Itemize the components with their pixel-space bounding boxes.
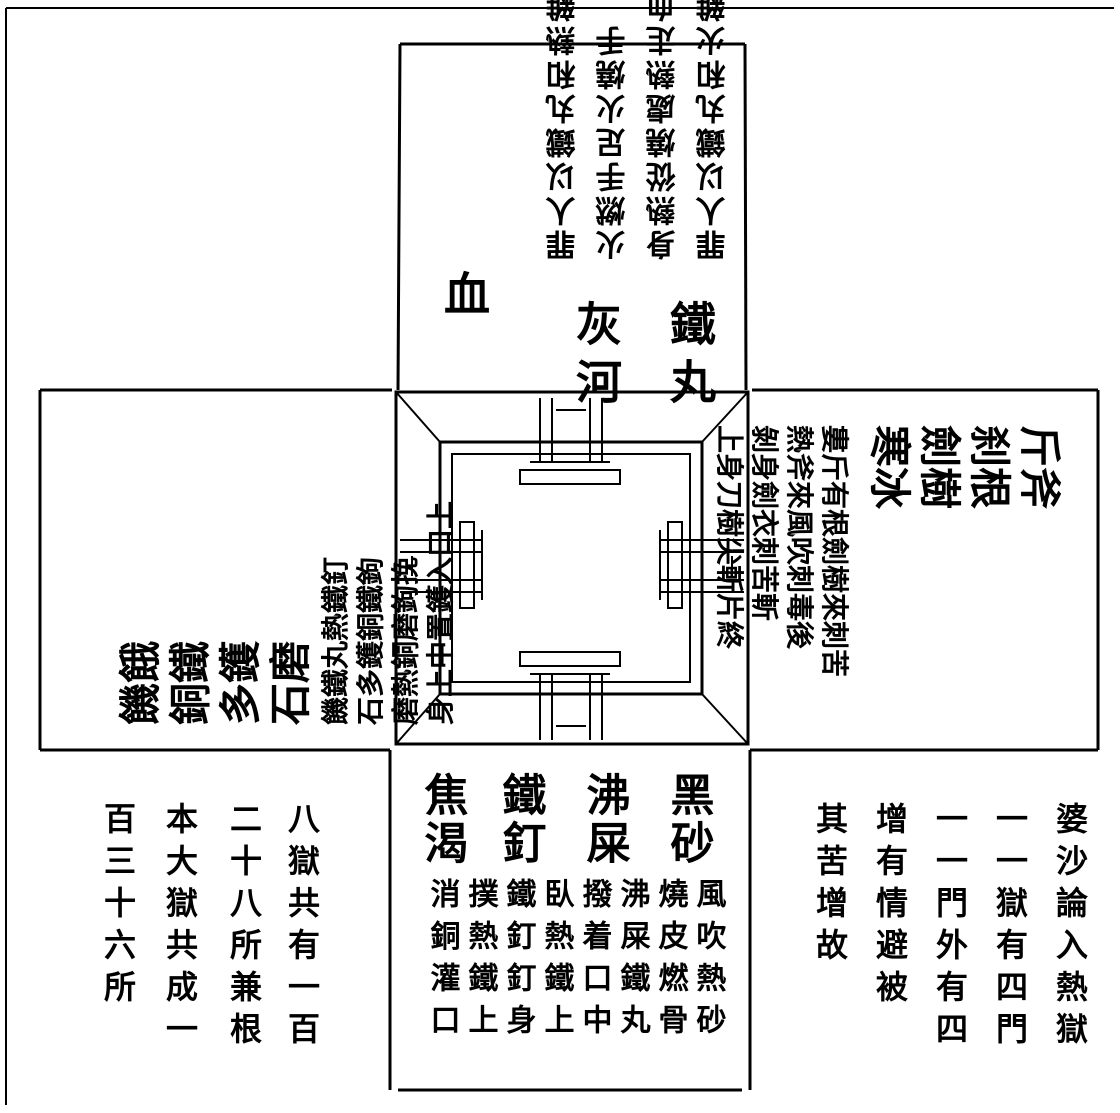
south-gate bbox=[520, 652, 620, 740]
right-note-col-5: 其苦增故 bbox=[811, 802, 849, 970]
south-body-col-2: 燒皮燃骨 bbox=[653, 878, 689, 1046]
north-title-col-2: 灰河 bbox=[569, 300, 623, 416]
right-note: 婆沙論入熱獄 一一獄有四門 一一門外有四 增有情避被 其苦增故 bbox=[811, 802, 1089, 1054]
south-panel: 黑砂 沸屎 鐵釘 焦渴 風吹熱砂 燒皮燃骨 沸屎鐵丸 撥着口中 臥熱鐵上 鐵釘釘… bbox=[417, 772, 727, 1046]
right-note-col-4: 增有情避被 bbox=[871, 802, 909, 1012]
right-note-col-3: 一一門外有四 bbox=[931, 802, 969, 1054]
west-title-row-4: 石磨 bbox=[266, 641, 315, 725]
south-body: 風吹熱砂 燒皮燃骨 沸屎鐵丸 撥着口中 臥熱鐵上 鐵釘釘身 撲熱鐵上 消銅灌口 bbox=[425, 878, 727, 1046]
west-title-row-2: 銅鐵 bbox=[166, 641, 215, 725]
west-title-row-3: 多鑊 bbox=[216, 640, 265, 725]
north-title-col-1: 鐵丸 bbox=[663, 299, 717, 416]
east-body: 婁斤有根劍樹來刺苦 熱斧來風吹刺毒後 剝身劍衣刺苦斬 上身刀樹尖斬片終 bbox=[713, 425, 851, 677]
east-title-row-1: 斤斧 bbox=[1015, 425, 1064, 509]
left-note-col-4: 百三十六所 bbox=[99, 802, 137, 1012]
south-body-col-8: 消銅灌口 bbox=[425, 878, 461, 1046]
north-panel: 鐵丸 灰河 血 罪人以鐵丸和火雜 身熱從燒處熱走血 火燃手足火燒手 罪人以鐵丸和… bbox=[437, 0, 732, 416]
left-note-col-3: 本大獄共成一 bbox=[161, 802, 199, 1054]
east-title-row-2: 刹根 bbox=[965, 425, 1014, 509]
south-title-col-3: 鐵釘 bbox=[495, 772, 547, 868]
south-title-col-4: 焦渴 bbox=[417, 772, 469, 868]
east-title: 斤斧 刹根 劍樹 寒冰 bbox=[865, 425, 1064, 510]
south-body-col-5: 臥熱鐵上 bbox=[539, 878, 575, 1046]
east-panel: 斤斧 刹根 劍樹 寒冰 婁斤有根劍樹來刺苦 熱斧來風吹刺毒後 剝身劍衣刺苦斬 上… bbox=[713, 425, 1064, 677]
south-body-col-4: 撥着口中 bbox=[577, 878, 613, 1046]
right-note-col-1: 婆沙論入熱獄 bbox=[1051, 802, 1089, 1054]
west-body-row-1: 饑鐵丸熱鐵釘 bbox=[319, 557, 352, 725]
left-note: 八獄共有一百 二十八所兼根 本大獄共成一 百三十六所 bbox=[99, 802, 321, 1054]
west-panel: 饑餓 銅鐵 多鑊 石磨 饑鐵丸熱鐵釘 石多鑊銅鐵鉤 磨熱銅磨鉤挽 身上中置鑊入口… bbox=[116, 501, 457, 726]
west-title: 饑餓 銅鐵 多鑊 石磨 bbox=[116, 640, 315, 725]
west-title-row-1: 饑餓 bbox=[116, 641, 165, 725]
north-body-col-1: 罪人以鐵丸和火雜 bbox=[695, 0, 732, 260]
south-title-col-1: 黑砂 bbox=[663, 772, 715, 868]
south-body-col-3: 沸屎鐵丸 bbox=[615, 878, 652, 1046]
east-body-row-3: 剝身劍衣刺苦斬 bbox=[748, 425, 781, 621]
fortress-inner-wall bbox=[440, 442, 702, 694]
left-note-col-1: 八獄共有一百 bbox=[283, 802, 321, 1054]
north-title: 鐵丸 灰河 血 bbox=[437, 270, 717, 416]
south-body-col-6: 鐵釘釘身 bbox=[501, 878, 537, 1046]
west-body: 饑鐵丸熱鐵釘 石多鑊銅鐵鉤 磨熱銅磨鉤挽 身上中置鑊入口上 bbox=[319, 501, 457, 726]
east-title-row-3: 劍樹 bbox=[915, 425, 964, 509]
south-title: 黑砂 沸屎 鐵釘 焦渴 bbox=[417, 772, 715, 868]
south-body-col-1: 風吹熱砂 bbox=[691, 878, 727, 1046]
north-body-col-2: 身熱從燒處熱走血 bbox=[645, 0, 682, 260]
east-title-row-4: 寒冰 bbox=[865, 425, 914, 510]
east-body-row-1: 婁斤有根劍樹來刺苦 bbox=[818, 425, 851, 677]
west-body-row-2: 石多鑊銅鐵鉤 bbox=[354, 557, 387, 726]
north-body-col-3: 火燃手足火燒手 bbox=[596, 22, 632, 260]
east-body-row-4: 上身刀樹尖斬片終 bbox=[713, 425, 746, 649]
right-note-col-2: 一一獄有四門 bbox=[991, 802, 1029, 1054]
north-body-col-4: 罪人以鐵丸和熱雜 bbox=[545, 0, 582, 260]
south-title-col-2: 沸屎 bbox=[579, 772, 631, 868]
north-body: 罪人以鐵丸和火雜 身熱從燒處熱走血 火燃手足火燒手 罪人以鐵丸和熱雜 bbox=[545, 0, 732, 260]
east-body-row-2: 熱斧來風吹刺毒後 bbox=[783, 425, 816, 650]
west-body-row-3: 磨熱銅磨鉤挽 bbox=[389, 557, 422, 725]
left-note-col-2: 二十八所兼根 bbox=[225, 802, 263, 1054]
south-body-col-7: 撲熱鐵上 bbox=[463, 878, 499, 1046]
north-title-col-3: 血 bbox=[437, 270, 491, 328]
west-body-row-4: 身上中置鑊入口上 bbox=[424, 501, 457, 725]
